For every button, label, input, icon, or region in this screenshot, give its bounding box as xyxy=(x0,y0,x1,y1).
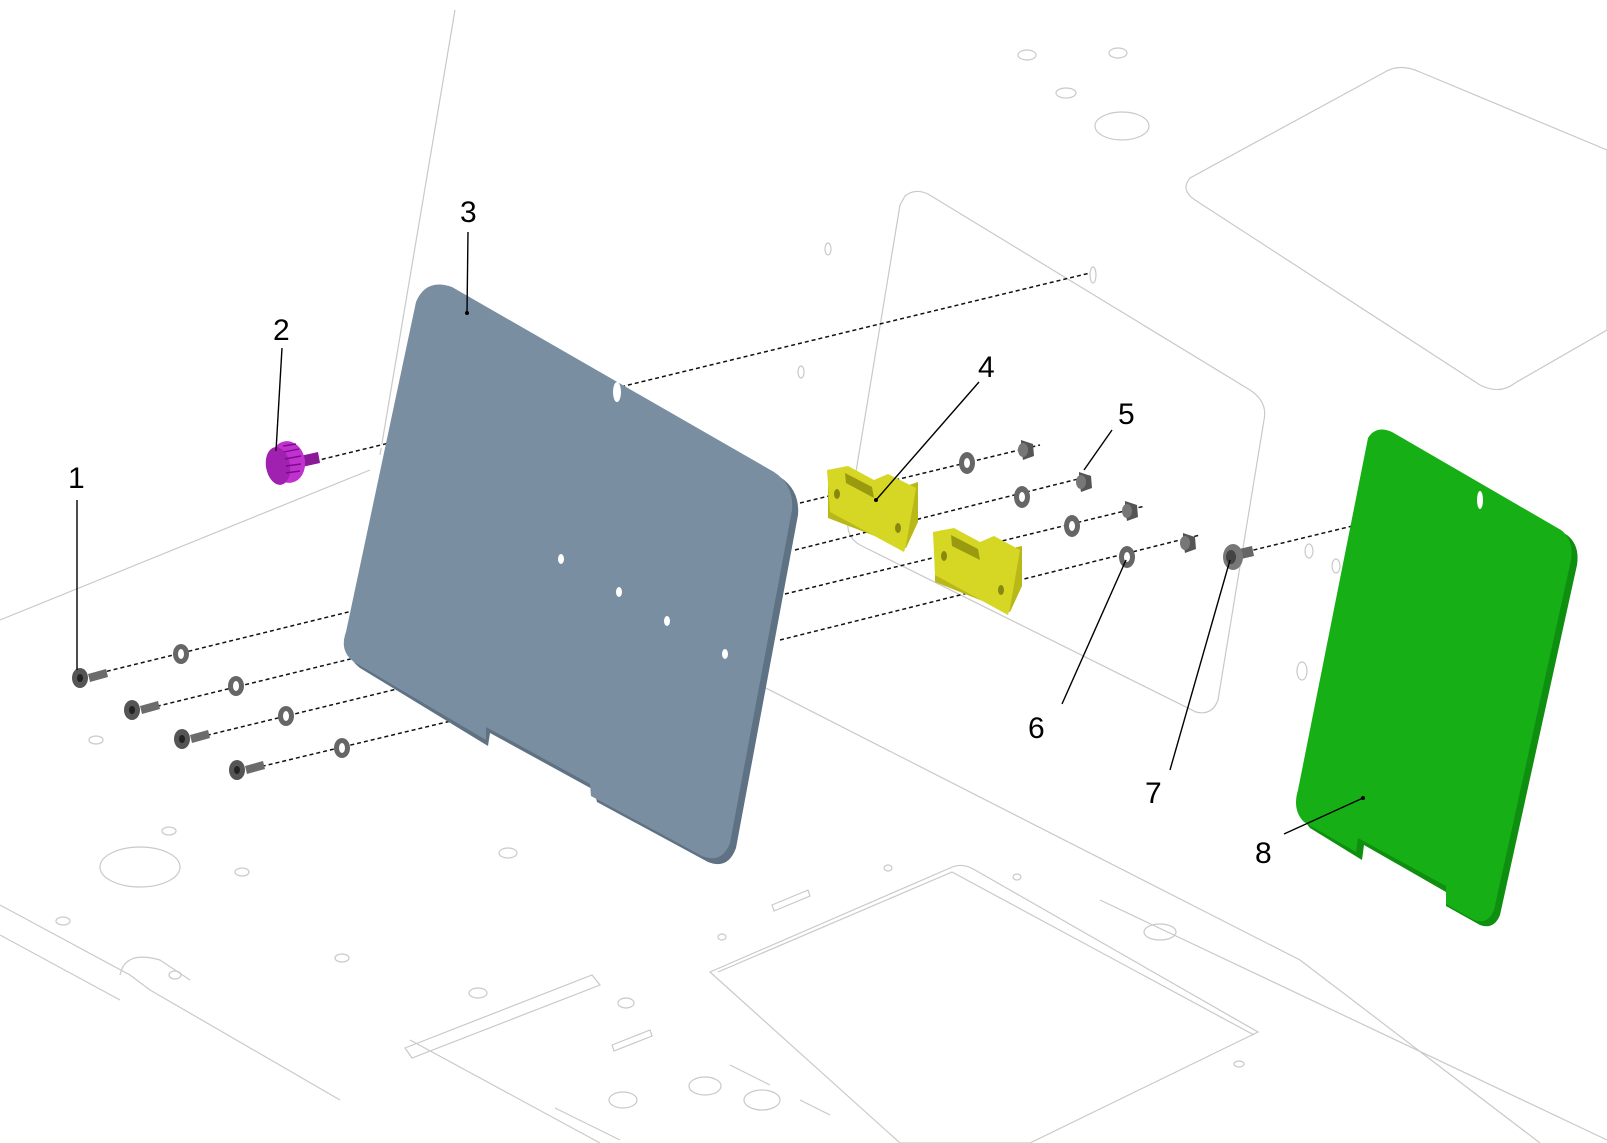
screw xyxy=(229,760,265,780)
screw xyxy=(72,668,108,688)
nut xyxy=(1180,533,1196,553)
screw-set-part-1 xyxy=(72,644,350,780)
plate-hole xyxy=(616,587,622,597)
washer xyxy=(1119,546,1135,568)
washer xyxy=(1064,515,1080,537)
nut xyxy=(1018,440,1034,460)
callout-7: 7 xyxy=(1145,777,1162,810)
plate-hole xyxy=(613,382,621,402)
callout-6: 6 xyxy=(1028,712,1045,745)
plate-hole xyxy=(664,616,670,626)
background-chassis xyxy=(0,9,1607,1143)
screw xyxy=(174,729,210,749)
plate-hole xyxy=(558,554,564,564)
shoulder-screw-part-7 xyxy=(1223,544,1254,570)
nut xyxy=(1076,472,1092,492)
washer xyxy=(1014,486,1030,508)
callout-3: 3 xyxy=(460,196,477,229)
washer xyxy=(228,676,244,696)
washer xyxy=(173,644,189,664)
screw xyxy=(124,700,160,720)
callout-labels: 1 2 3 4 5 6 7 8 xyxy=(68,196,1272,870)
callout-2: 2 xyxy=(273,314,290,347)
nuts-washers-parts-5-6 xyxy=(959,440,1196,568)
board-hole xyxy=(1477,491,1483,509)
clamp-block-part-4 xyxy=(827,466,1022,615)
callout-8: 8 xyxy=(1255,837,1272,870)
thumb-screw-part-2 xyxy=(265,441,320,485)
washer xyxy=(959,452,975,474)
washer xyxy=(334,738,350,758)
callout-5: 5 xyxy=(1118,398,1135,431)
plate-hole xyxy=(722,649,728,659)
bracket-plate-part-3 xyxy=(343,284,799,865)
callout-leaders xyxy=(76,231,1365,835)
washer xyxy=(278,706,294,726)
callout-4: 4 xyxy=(978,351,995,384)
pcb-board-part-8 xyxy=(1296,429,1578,927)
callout-1: 1 xyxy=(68,462,85,495)
nut xyxy=(1122,501,1138,521)
